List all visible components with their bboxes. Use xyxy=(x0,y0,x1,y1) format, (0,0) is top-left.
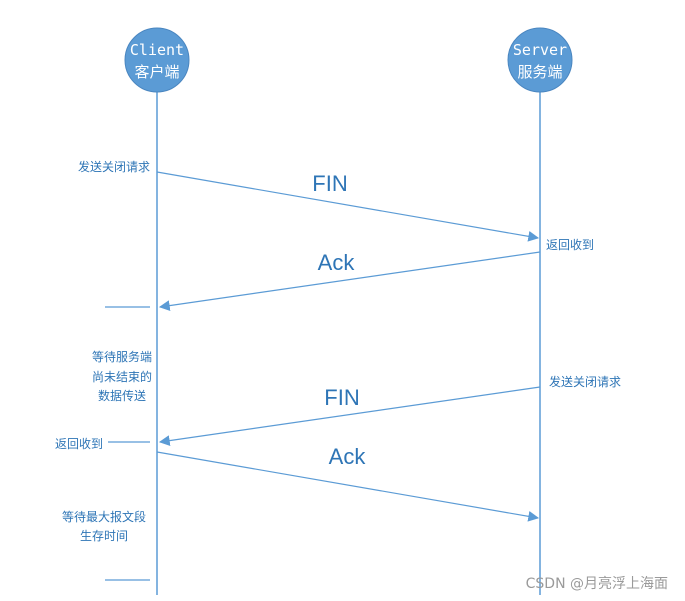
client-node: Client 客户端 xyxy=(124,27,190,93)
watermark: CSDN @月亮浮上海面 xyxy=(526,575,668,592)
fin-arrow-1 xyxy=(156,171,540,242)
client-label-cn: 客户端 xyxy=(134,63,179,81)
server-label-cn: 服务端 xyxy=(517,63,562,81)
server-label: Server xyxy=(513,41,567,59)
client-label: Client xyxy=(130,41,184,59)
server-node: Server 服务端 xyxy=(507,27,573,93)
ack-label-2: Ack xyxy=(329,444,367,469)
note-client-send-close: 发送关闭请求 xyxy=(78,159,150,174)
note-client-time-wait-line1: 等待最大报文段 xyxy=(62,509,146,524)
note-client-wait-line3: 数据传送 xyxy=(98,388,146,403)
note-server-ack-received: 返回收到 xyxy=(546,238,594,252)
fin-arrow-2 xyxy=(158,386,541,446)
fin-label-2: FIN xyxy=(324,385,359,410)
note-server-send-close: 发送关闭请求 xyxy=(549,374,621,389)
note-client-wait-line1: 等待服务端 xyxy=(92,349,152,364)
note-client-time-wait-line2: 生存时间 xyxy=(80,529,128,543)
note-client-wait-line2: 尚未结束的 xyxy=(92,369,152,384)
fin-label-1: FIN xyxy=(312,171,347,196)
ack-arrow-1 xyxy=(158,251,541,311)
note-client-ack-received: 返回收到 xyxy=(55,437,103,451)
ack-arrow-2 xyxy=(156,451,540,522)
ack-label-1: Ack xyxy=(318,250,356,275)
